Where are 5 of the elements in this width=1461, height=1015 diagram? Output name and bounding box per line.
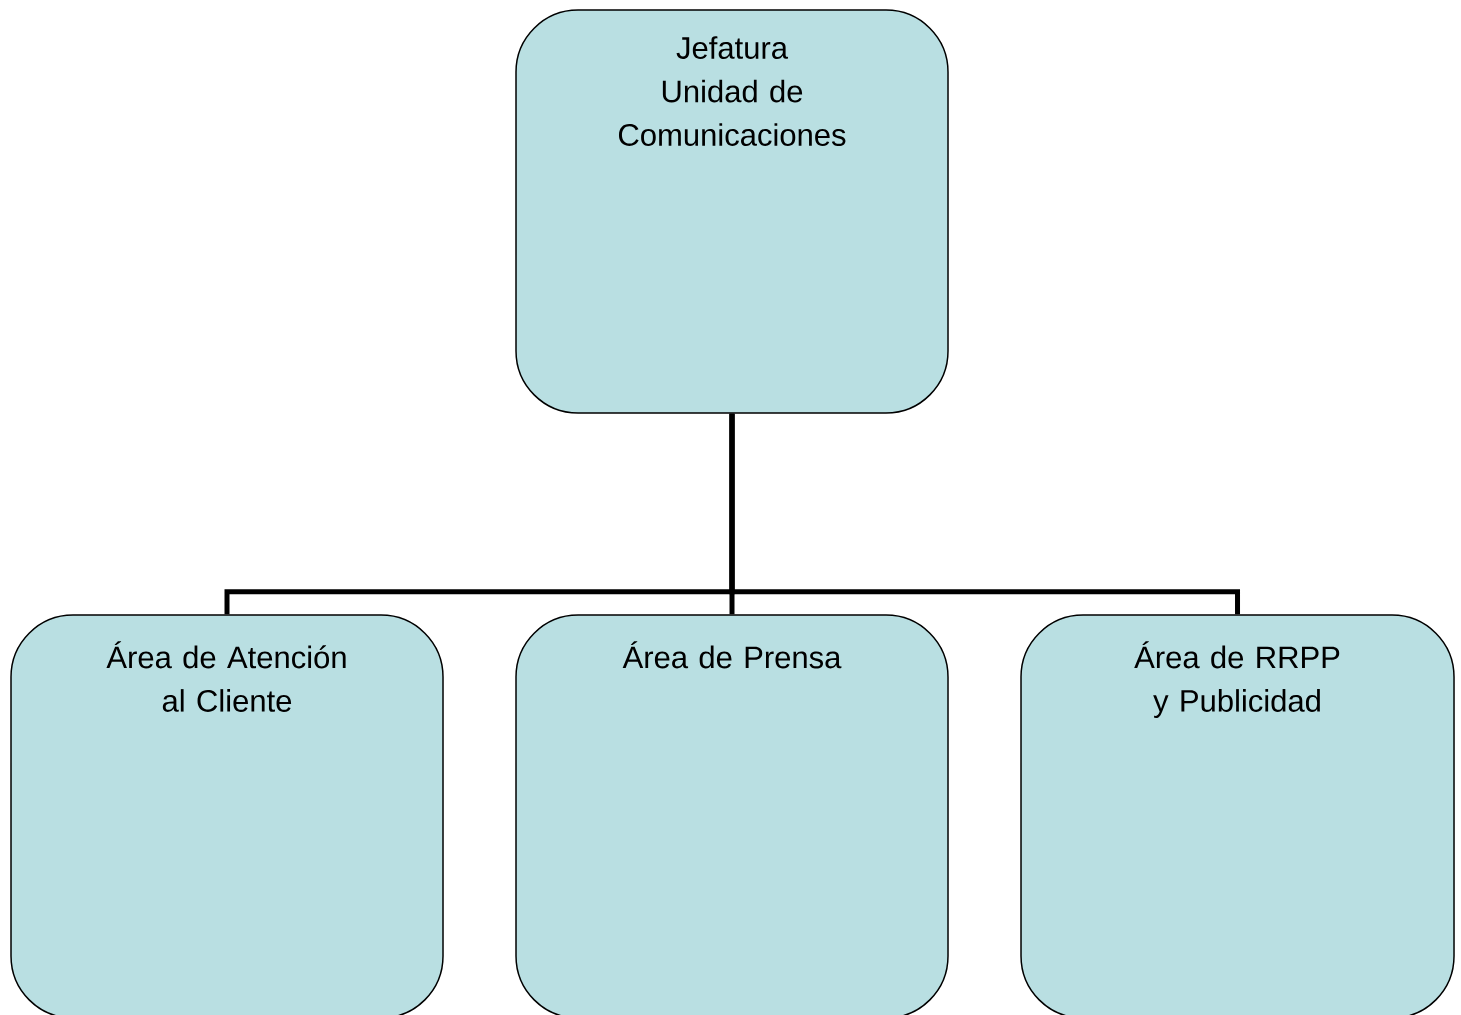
org-box: Jefatura Unidad de Comunicaciones <box>515 9 949 414</box>
connector-line <box>729 413 1240 615</box>
org-box: Área de Atención al Cliente <box>10 614 444 1015</box>
org-box: Área de Prensa <box>515 614 949 1015</box>
org-box: Área de RRPP y Publicidad <box>1020 614 1455 1015</box>
